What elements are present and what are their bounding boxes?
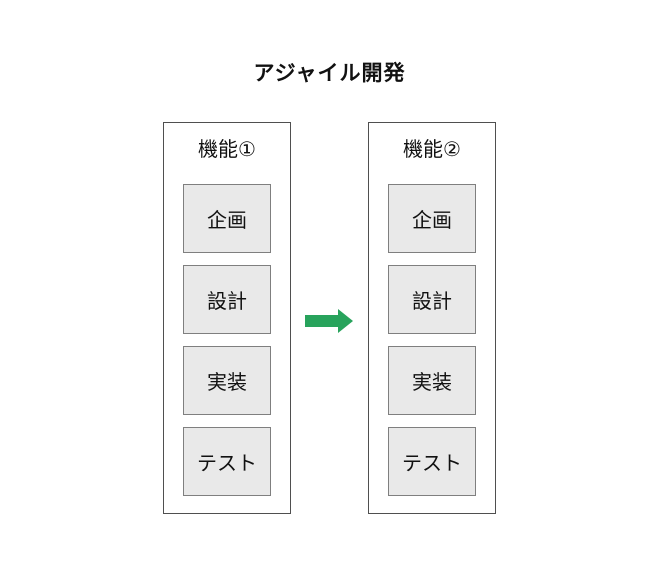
step-label: 実装: [207, 372, 247, 394]
step-label: 設計: [412, 291, 452, 313]
step-box-design: 設計: [388, 265, 476, 334]
step-box-test: テスト: [183, 427, 271, 496]
step-box-test: テスト: [388, 427, 476, 496]
step-label: テスト: [197, 453, 257, 475]
feature-1-header: 機能①: [198, 139, 256, 161]
step-label: 企画: [412, 210, 452, 232]
step-label: 設計: [207, 291, 247, 313]
diagram-title: アジャイル開発: [253, 62, 406, 85]
step-box-implementation: 実装: [388, 346, 476, 415]
step-label: 企画: [207, 210, 247, 232]
step-label: 実装: [412, 372, 452, 394]
step-box-implementation: 実装: [183, 346, 271, 415]
step-label: テスト: [402, 453, 462, 475]
arrow-right-icon: [305, 309, 353, 333]
feature-2-header: 機能②: [403, 139, 461, 161]
feature-2-column: 機能② 企画 設計 実装 テスト: [368, 122, 496, 514]
feature-1-column: 機能① 企画 設計 実装 テスト: [163, 122, 291, 514]
step-box-planning: 企画: [388, 184, 476, 253]
arrow-right-shape: [305, 309, 353, 333]
green-right-arrow-icon: [305, 309, 353, 333]
step-box-planning: 企画: [183, 184, 271, 253]
step-box-design: 設計: [183, 265, 271, 334]
